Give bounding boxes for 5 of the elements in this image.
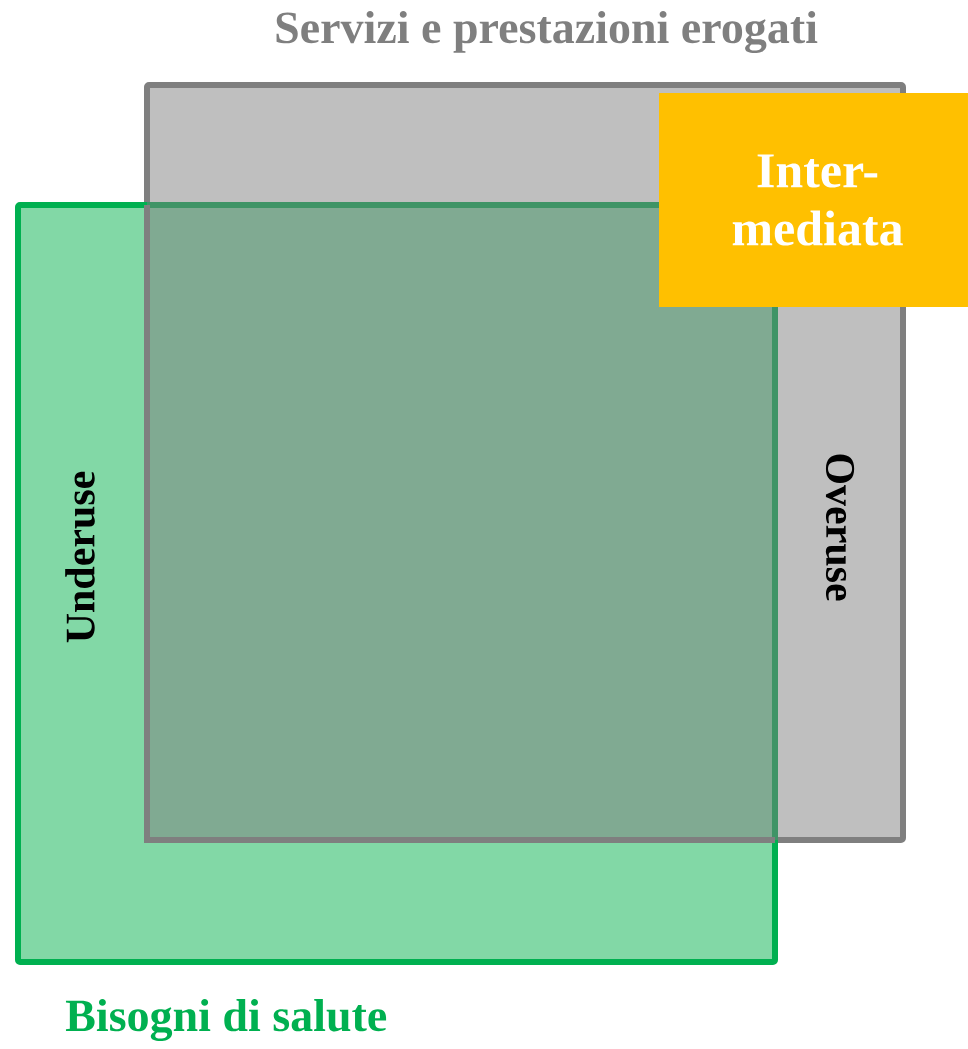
heading: Servizi e prestazioni erogati [276, 10, 818, 54]
heading: Bisogni di salute [65, 998, 387, 1042]
side-label: Underuse [65, 471, 95, 643]
intermediate-box: Inter-mediata [659, 93, 968, 307]
side-label: Overuse [825, 454, 855, 601]
